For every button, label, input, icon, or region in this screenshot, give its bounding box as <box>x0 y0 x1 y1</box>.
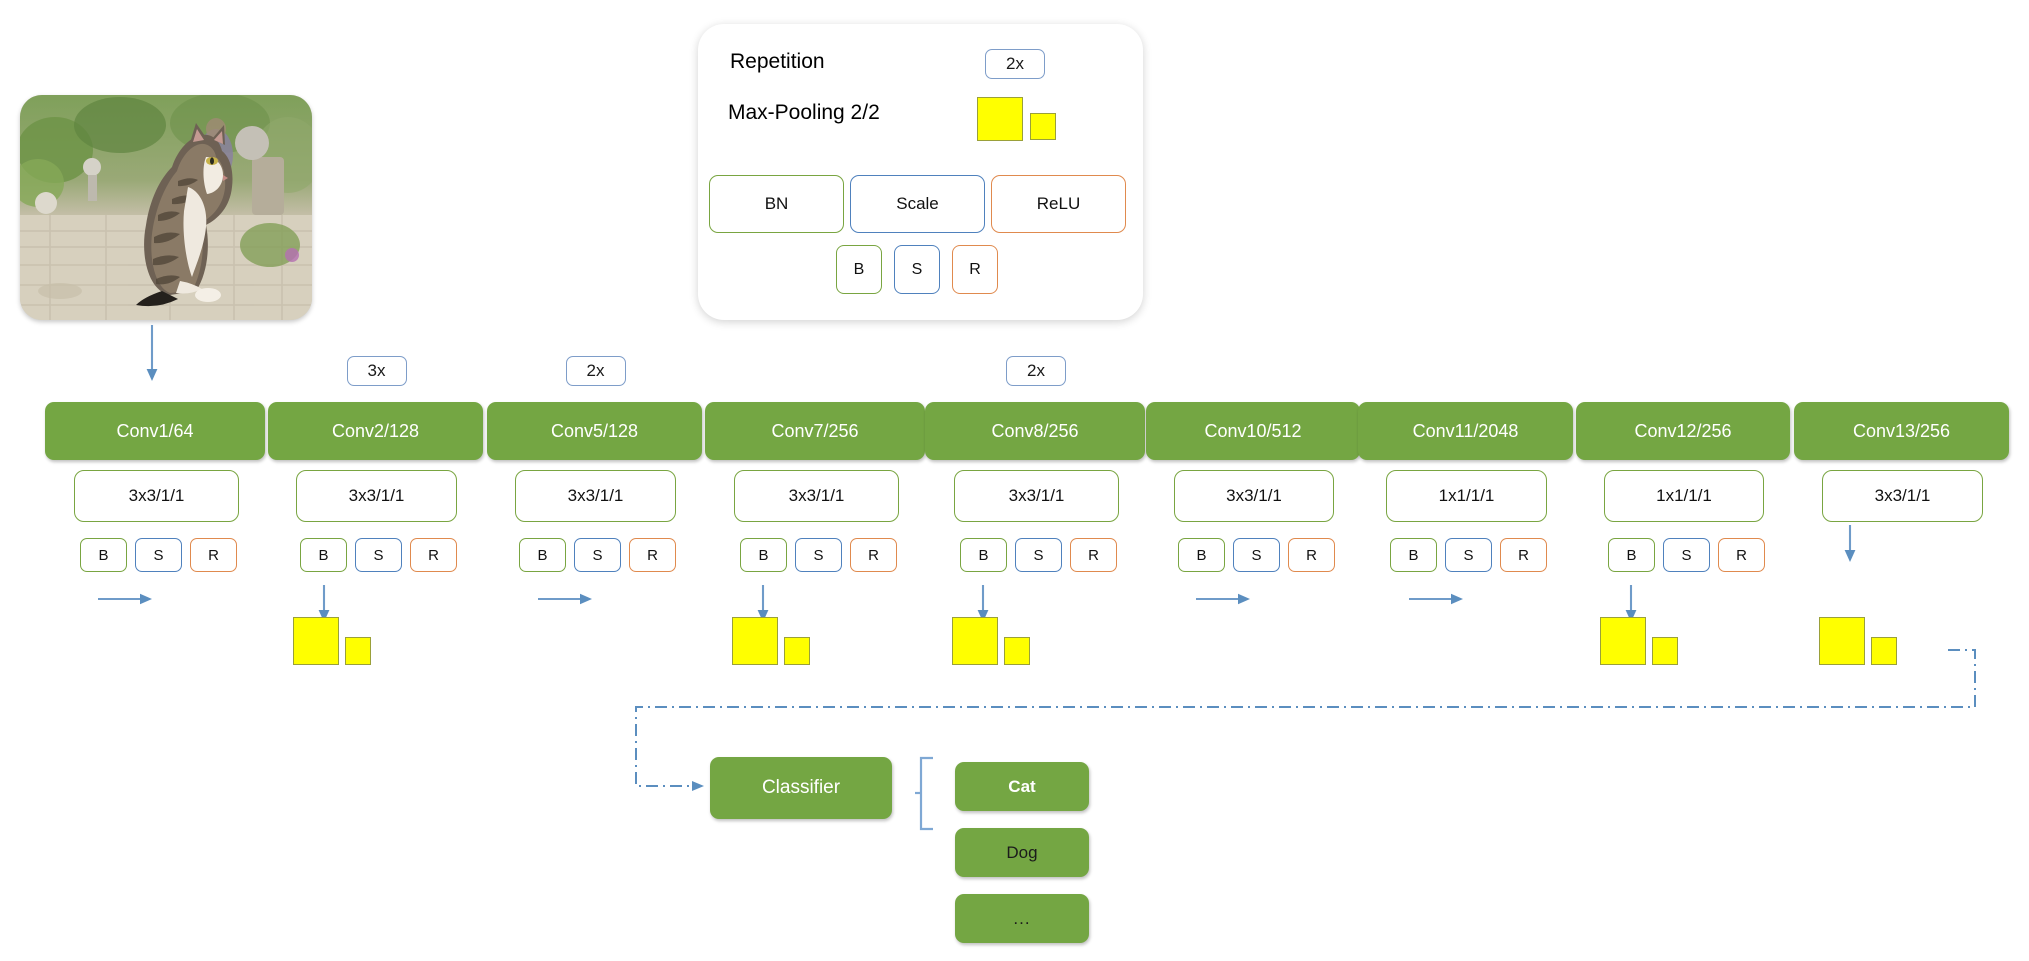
classifier-box[interactable]: Classifier <box>710 757 892 819</box>
flow-arrow-conv5 <box>538 591 594 612</box>
conv-block-conv7[interactable]: Conv7/256 <box>705 402 925 460</box>
legend-repetition-badge: 2x <box>985 49 1045 79</box>
kernel-spec-conv13: 3x3/1/1 <box>1822 470 1983 522</box>
legend-bn-box: BN <box>709 175 844 233</box>
bsr-cell-conv5-r: R <box>629 538 676 572</box>
bsr-cell-conv2-r: R <box>410 538 457 572</box>
kernel-spec-conv2: 3x3/1/1 <box>296 470 457 522</box>
flow-arrow-conv2 <box>315 585 333 628</box>
pool-small-square-conv8 <box>1004 637 1030 665</box>
conv-block-conv12[interactable]: Conv12/256 <box>1576 402 1790 460</box>
flow-arrow-conv7 <box>754 585 772 628</box>
legend-pooling-label: Max-Pooling 2/2 <box>728 101 880 124</box>
bsr-cell-conv1-b: B <box>80 538 127 572</box>
conv-block-conv2[interactable]: Conv2/128 <box>268 402 483 460</box>
flow-arrow-conv8 <box>974 585 992 628</box>
bsr-cell-conv5-s: S <box>574 538 621 572</box>
conv-block-conv1[interactable]: Conv1/64 <box>45 402 265 460</box>
legend-relu-box: ReLU <box>991 175 1126 233</box>
pool-small-square-conv12 <box>1652 637 1678 665</box>
bsr-cell-conv12-r: R <box>1718 538 1765 572</box>
bsr-cell-conv7-s: S <box>795 538 842 572</box>
bsr-cell-conv1-s: S <box>135 538 182 572</box>
legend-r-box: R <box>952 245 998 294</box>
input-image <box>20 95 312 320</box>
bsr-cell-conv11-r: R <box>1500 538 1547 572</box>
bsr-cell-conv12-s: S <box>1663 538 1710 572</box>
kernel-spec-conv7: 3x3/1/1 <box>734 470 899 522</box>
legend-pool-large-square-icon <box>977 97 1023 141</box>
kernel-spec-conv1: 3x3/1/1 <box>74 470 239 522</box>
bsr-cell-conv2-b: B <box>300 538 347 572</box>
flow-arrow-conv10 <box>1196 591 1252 612</box>
bsr-cell-conv10-r: R <box>1288 538 1335 572</box>
legend-b-box: B <box>836 245 882 294</box>
kernel-spec-conv12: 1x1/1/1 <box>1604 470 1764 522</box>
pool-large-square-conv7 <box>732 617 778 665</box>
kernel-spec-conv8: 3x3/1/1 <box>954 470 1119 522</box>
bsr-cell-conv8-s: S <box>1015 538 1062 572</box>
flow-arrow-conv11 <box>1409 591 1465 612</box>
kernel-spec-conv11: 1x1/1/1 <box>1386 470 1547 522</box>
bsr-cell-conv8-b: B <box>960 538 1007 572</box>
kernel-spec-conv5: 3x3/1/1 <box>515 470 676 522</box>
legend-scale-box: Scale <box>850 175 985 233</box>
bsr-cell-conv5-b: B <box>519 538 566 572</box>
repetition-badge-conv8: 2x <box>1006 356 1066 386</box>
output-class-dog[interactable]: Dog <box>955 828 1089 877</box>
bsr-cell-conv1-r: R <box>190 538 237 572</box>
pool-small-square-conv7 <box>784 637 810 665</box>
legend-s-box: S <box>894 245 940 294</box>
pool-small-square-conv13 <box>1871 637 1897 665</box>
pool-large-square-conv13 <box>1819 617 1865 665</box>
legend-repetition-label: Repetition <box>730 50 825 73</box>
pool-large-square-conv8 <box>952 617 998 665</box>
output-bracket-icon <box>915 756 933 831</box>
bsr-cell-conv2-s: S <box>355 538 402 572</box>
conv-block-conv13[interactable]: Conv13/256 <box>1794 402 2009 460</box>
legend-pool-small-square-icon <box>1030 113 1056 140</box>
pool-large-square-conv12 <box>1600 617 1646 665</box>
bsr-cell-conv8-r: R <box>1070 538 1117 572</box>
bsr-cell-conv12-b: B <box>1608 538 1655 572</box>
output-class-cat[interactable]: Cat <box>955 762 1089 811</box>
pool-large-square-conv2 <box>293 617 339 665</box>
bsr-cell-conv7-b: B <box>740 538 787 572</box>
conv-block-conv11[interactable]: Conv11/2048 <box>1358 402 1573 460</box>
pool-small-square-conv2 <box>345 637 371 665</box>
bsr-cell-conv10-s: S <box>1233 538 1280 572</box>
repetition-badge-conv2: 3x <box>346 356 407 386</box>
flow-arrow-conv12 <box>1622 585 1640 628</box>
cat-photo-illustration <box>20 95 312 320</box>
bsr-cell-conv10-b: B <box>1178 538 1225 572</box>
repetition-badge-conv5: 2x <box>565 356 626 386</box>
bsr-cell-conv7-r: R <box>850 538 897 572</box>
conv-block-conv5[interactable]: Conv5/128 <box>487 402 702 460</box>
flow-arrow-conv1 <box>98 591 154 612</box>
bsr-cell-conv11-s: S <box>1445 538 1492 572</box>
kernel-spec-conv10: 3x3/1/1 <box>1174 470 1334 522</box>
conv-block-conv8[interactable]: Conv8/256 <box>925 402 1145 460</box>
flow-arrow-conv13 <box>1841 525 1859 568</box>
arrow-image-to-conv1 <box>143 325 161 383</box>
conv-block-conv10[interactable]: Conv10/512 <box>1146 402 1360 460</box>
bsr-cell-conv11-b: B <box>1390 538 1437 572</box>
output-class-more[interactable]: ... <box>955 894 1089 943</box>
